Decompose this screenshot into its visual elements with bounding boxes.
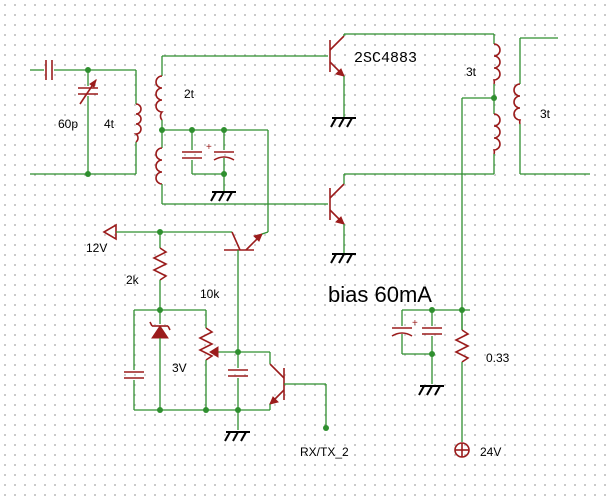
- output-primary-lower: [492, 113, 501, 155]
- label-cap-60p: 60p: [58, 117, 78, 131]
- supply-24v-terminal: [454, 442, 470, 458]
- secondary-coil-upper: [155, 75, 164, 121]
- label-turns-2t: 2t: [184, 87, 195, 101]
- input-coil-4t: [133, 103, 142, 143]
- supply-network: +: [391, 307, 470, 458]
- label-supply-24v: 24V: [480, 445, 501, 459]
- output-primary-upper: [492, 43, 501, 85]
- secondary-coil-lower: [155, 147, 163, 185]
- svg-text:+: +: [206, 142, 212, 153]
- sense-resistor-033: [454, 329, 470, 363]
- transistor-upper: [329, 33, 494, 128]
- input-transformer-secondary: +: [155, 55, 328, 232]
- label-res-033: 0.33: [486, 351, 510, 365]
- transistor-lower: [329, 173, 494, 264]
- bias-circuit: [102, 223, 329, 442]
- label-turns-4t: 4t: [104, 117, 115, 131]
- supply-12v-arrow: [102, 223, 117, 241]
- potentiometer-10k: [198, 310, 238, 410]
- zener-diode-3v: [149, 310, 171, 410]
- switch-transistor: [238, 351, 329, 431]
- ground-symbol-4: [224, 431, 250, 442]
- label-zener-3v: 3V: [172, 361, 187, 375]
- svg-text:+: +: [412, 318, 418, 329]
- label-bias-60ma: bias 60mA: [328, 282, 432, 307]
- resistor-2k: [152, 247, 168, 281]
- label-rx-tx: RX/TX_2: [300, 445, 349, 459]
- label-supply-12v: 12V: [86, 241, 107, 255]
- label-pot-10k: 10k: [200, 287, 220, 301]
- ground-symbol-2: [330, 117, 356, 128]
- electrolytic-cap-2: +: [391, 318, 418, 337]
- electrolytic-cap-1: +: [206, 142, 235, 161]
- ground-symbol-3: [330, 253, 356, 264]
- label-res-2k: 2k: [126, 273, 140, 287]
- output-secondary-coil: [513, 83, 522, 125]
- bias-transistor: [224, 231, 269, 352]
- input-network: [30, 60, 142, 177]
- output-transformer: [461, 34, 590, 330]
- label-transistor-2sc4883: 2SC4883: [354, 50, 417, 67]
- variable-capacitor-60p: [78, 78, 98, 105]
- ground-symbol-5: [418, 385, 444, 396]
- label-turns-3t-top: 3t: [466, 65, 477, 79]
- ground-symbol-1: [210, 191, 236, 202]
- label-turns-3t-right: 3t: [540, 107, 551, 121]
